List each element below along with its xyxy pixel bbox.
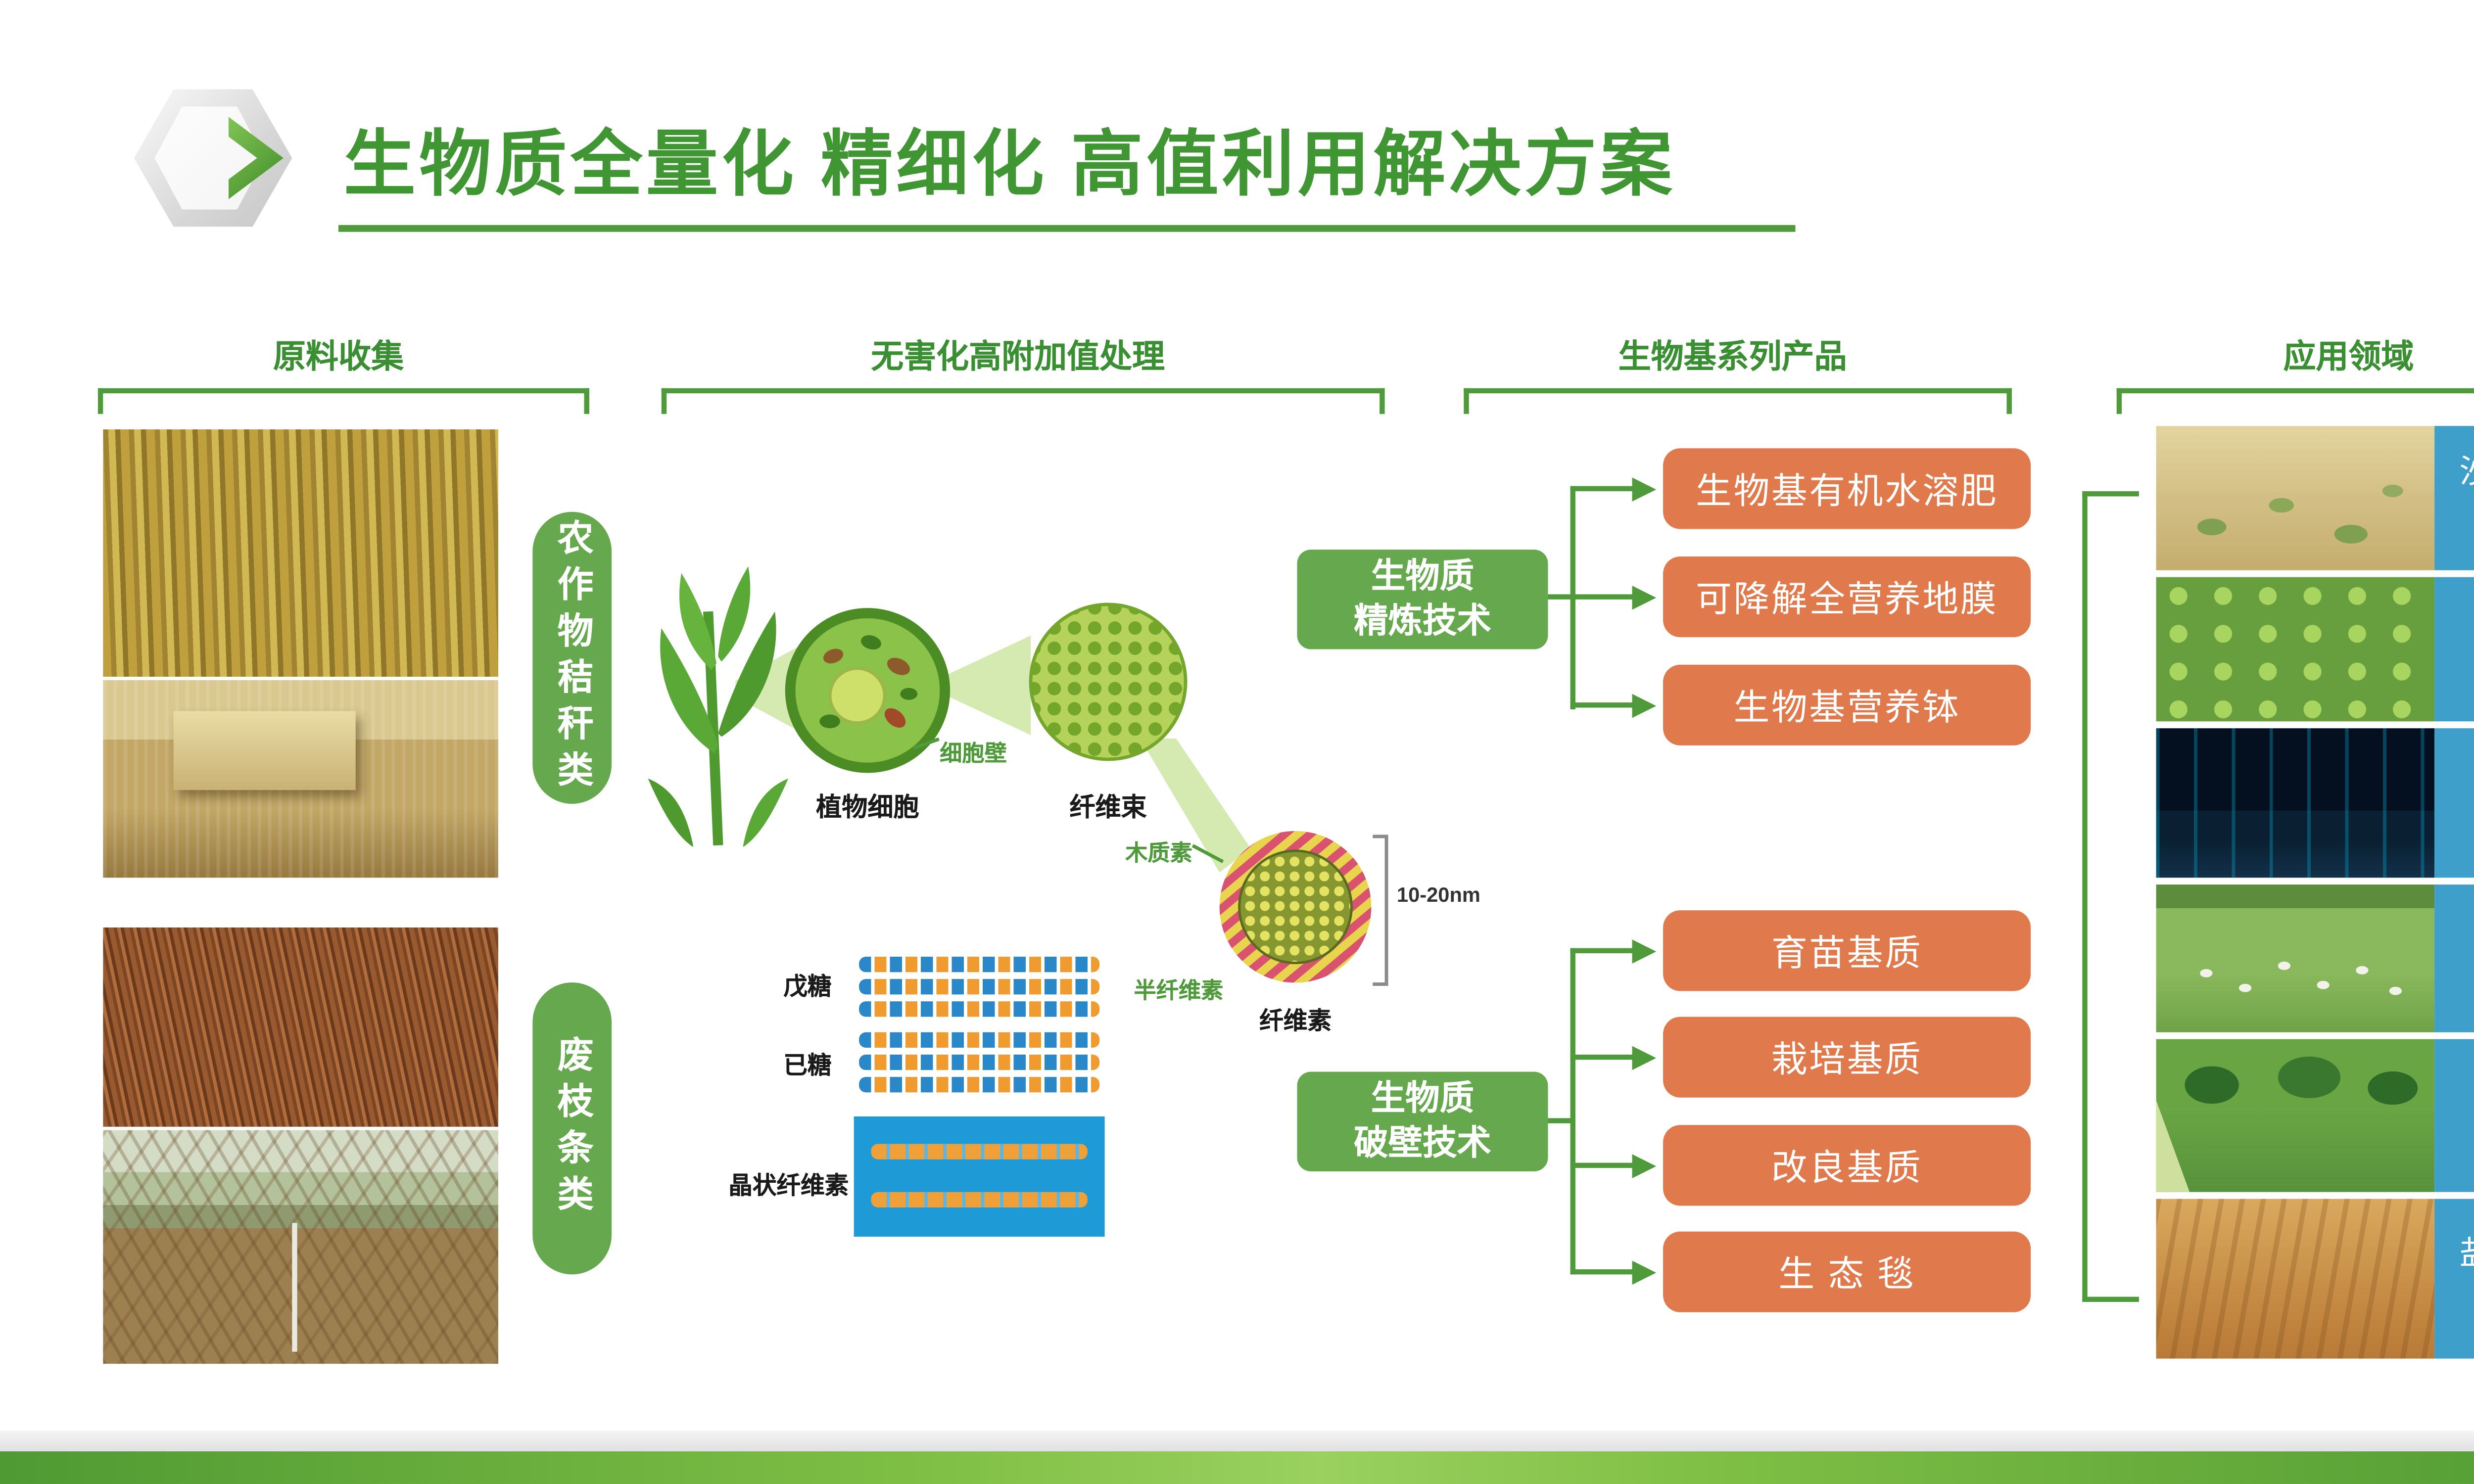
arrow-right-icon xyxy=(1632,1045,1657,1069)
crystalline-cellulose-diagram xyxy=(854,1116,1105,1237)
footer-green-bar xyxy=(0,1451,2474,1484)
cellulose-microfibril-diagram xyxy=(1219,831,1372,983)
pentose-chain-row xyxy=(859,1001,1100,1017)
section-bracket-processing xyxy=(661,388,1385,414)
category-pill-waste-branches: 废枝条类 xyxy=(532,982,612,1275)
section-header-applications: 应用领域 xyxy=(2283,340,2414,376)
label-fiber-bundle: 纤维束 xyxy=(1069,793,1147,823)
label-crystalline-cellulose: 晶状纤维素 xyxy=(728,1171,849,1199)
arrow-right-icon xyxy=(1632,693,1657,717)
page-title: 生物质全量化 精细化 高值利用解决方案 xyxy=(343,123,1676,205)
connector-line xyxy=(1570,1054,1636,1060)
arrow-right-icon xyxy=(1632,476,1657,501)
scale-tick-bottom xyxy=(1373,982,1388,986)
photo-straw-bales xyxy=(103,680,498,878)
scale-label: 10-20nm xyxy=(1396,882,1481,907)
section-header-collection: 原料收集 xyxy=(273,340,404,376)
title-underline xyxy=(338,225,1796,232)
arrow-right-icon xyxy=(1632,938,1657,963)
application-label-saline-soil: 盐碱地 改良 xyxy=(2434,1199,2474,1359)
connector-line xyxy=(1548,1118,1576,1123)
plant-cell-diagram xyxy=(785,608,951,773)
orchard-pole-shape xyxy=(292,1223,298,1352)
connector-line xyxy=(1570,1162,1636,1168)
fiber-bundle-diagram xyxy=(1029,603,1188,761)
label-pentose: 戊糖 xyxy=(783,972,832,1000)
label-lignin: 木质素 xyxy=(1125,839,1192,866)
product-biobased-nutrient-pot: 生物基营养钵 xyxy=(1663,664,2031,745)
section-header-products: 生物基系列产品 xyxy=(1618,340,1847,376)
pentose-chain-row xyxy=(859,957,1100,973)
application-label-livestock: 畜牧 养殖 xyxy=(2434,884,2474,1032)
category-pill-crop-straw-label: 农作物秸秆类 xyxy=(553,518,593,797)
scale-dimension-line xyxy=(1384,835,1388,986)
pentose-chain-row xyxy=(859,979,1100,995)
cellulose-chain-shape xyxy=(871,1144,1088,1159)
application-label-fertility: 肥力 提升 xyxy=(2434,577,2474,722)
photo-corn-stalks xyxy=(103,429,498,677)
photo-waste-branches xyxy=(103,927,498,1127)
section-bracket-applications xyxy=(2116,388,2474,414)
label-cell-wall: 细胞壁 xyxy=(940,740,1007,766)
applications-bracket xyxy=(2082,491,2139,1302)
application-label-desertification: 沙漠化 治理 xyxy=(2434,426,2474,570)
label-hemicellulose: 半纤维素 xyxy=(1134,977,1224,1003)
category-pill-waste-branches-label: 废枝条类 xyxy=(553,1035,593,1221)
connector-line xyxy=(1570,948,1636,954)
photo-fertility-improvement xyxy=(2156,577,2435,722)
label-plant-cell: 植物细胞 xyxy=(816,793,919,823)
section-bracket-products xyxy=(1464,388,2012,414)
scale-tick-top xyxy=(1373,835,1388,838)
hexose-chain-row xyxy=(859,1032,1100,1048)
application-label-landscaping: 园林 绿化 xyxy=(2434,1039,2474,1192)
photo-livestock-breeding xyxy=(2156,884,2435,1032)
arrow-right-icon xyxy=(1632,585,1657,609)
wall-breaking-tech-box: 生物质 破壁技术 xyxy=(1297,1071,1548,1172)
magnify-beam-2 xyxy=(941,635,1031,736)
product-ecological-blanket: 生 态 毯 xyxy=(1663,1231,2031,1312)
label-cellulose: 纤维素 xyxy=(1259,1006,1332,1034)
connector-line xyxy=(1570,1269,1636,1275)
connector-line xyxy=(1570,948,1576,1275)
arrow-right-icon xyxy=(1632,1153,1657,1178)
application-label-agri-data: 农业 数据 xyxy=(2434,728,2474,878)
straw-bale-shape xyxy=(174,711,356,791)
connector-line xyxy=(1570,486,1636,492)
product-organic-water-soluble-fertilizer: 生物基有机水溶肥 xyxy=(1663,448,2031,529)
label-hexose: 已糖 xyxy=(783,1051,832,1079)
product-improvement-substrate: 改良基质 xyxy=(1663,1125,2031,1206)
category-pill-crop-straw: 农作物秸秆类 xyxy=(532,511,612,804)
photo-agriculture-data xyxy=(2156,728,2435,878)
arrow-right-icon xyxy=(1632,1259,1657,1284)
connector-line xyxy=(1570,702,1636,708)
refining-tech-box: 生物质 精炼技术 xyxy=(1297,550,1548,649)
hexose-chain-row xyxy=(859,1077,1100,1093)
product-cultivation-substrate: 栽培基质 xyxy=(1663,1017,2031,1098)
hexose-chain-row xyxy=(859,1054,1100,1070)
product-seedling-substrate: 育苗基质 xyxy=(1663,910,2031,991)
connector-line xyxy=(1548,594,1576,600)
photo-landscaping xyxy=(2156,1039,2435,1192)
footer-light-band xyxy=(0,1431,2474,1452)
plant-illustration xyxy=(648,566,789,847)
connector-line xyxy=(1570,594,1636,600)
photo-desertification-control xyxy=(2156,426,2435,570)
cellulose-chain-shape xyxy=(871,1192,1088,1207)
product-degradable-mulch-film: 可降解全营养地膜 xyxy=(1663,556,2031,638)
photo-saline-soil-improvement xyxy=(2156,1199,2435,1359)
section-header-processing: 无害化高附加值处理 xyxy=(871,340,1165,376)
section-bracket-collection xyxy=(97,388,589,414)
photo-pruned-branches xyxy=(103,1130,498,1364)
